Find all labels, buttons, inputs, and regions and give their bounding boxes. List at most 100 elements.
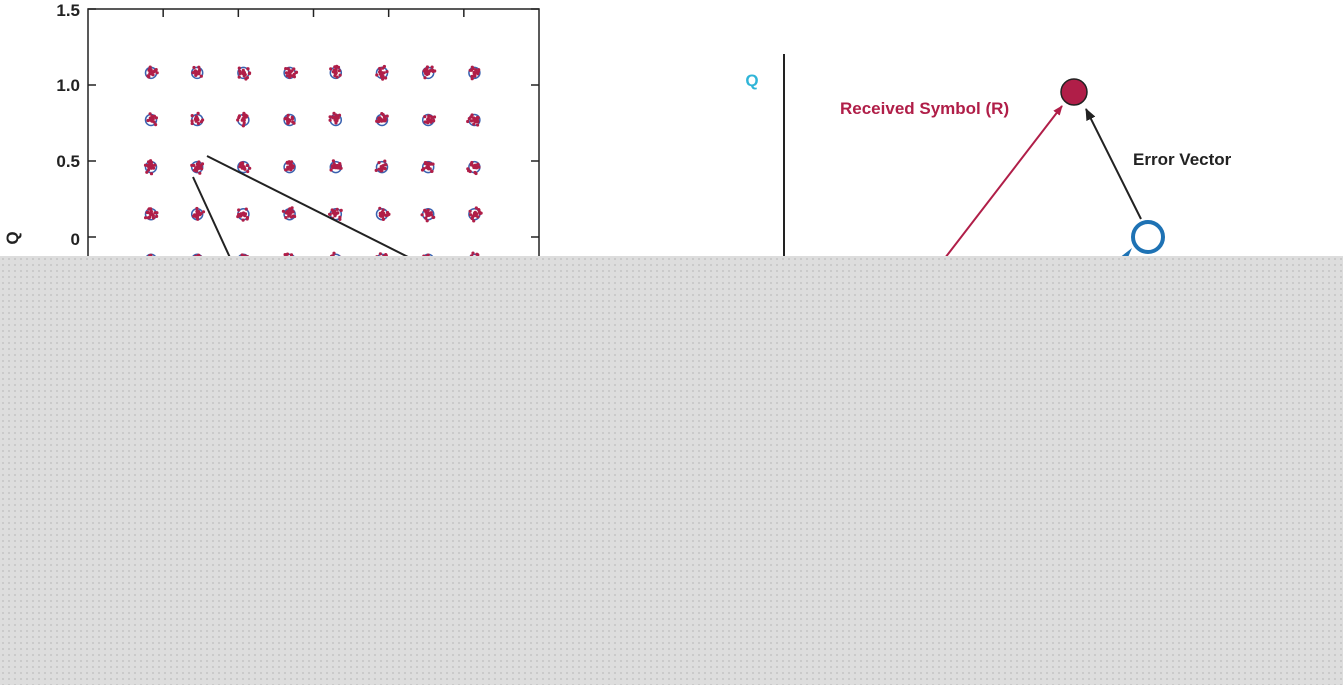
received-sample <box>381 77 385 81</box>
received-sample <box>466 119 470 124</box>
received-sample <box>242 121 246 125</box>
received-sample <box>190 119 194 123</box>
received-sample <box>332 111 336 115</box>
error-vector-arrow <box>1085 108 1142 220</box>
received-sample <box>328 212 332 216</box>
ideal-symbol <box>421 160 435 174</box>
received-sample <box>472 164 476 168</box>
received-sample <box>201 118 205 122</box>
received-sample <box>285 161 289 165</box>
received-sample <box>246 169 250 174</box>
received-sample <box>149 172 154 176</box>
scatter-points <box>143 64 483 268</box>
received-sample <box>383 167 387 171</box>
received-sample <box>379 75 384 79</box>
received-sample <box>196 209 200 213</box>
error-vector-diagram: Q Received Symbol (R) Error Vector <box>745 54 1232 262</box>
received-sample <box>244 207 248 211</box>
received-sample <box>384 76 388 80</box>
received-sample <box>284 216 288 220</box>
received-sample <box>197 160 201 164</box>
received-sample <box>333 115 338 119</box>
received-sample <box>154 68 158 72</box>
received-sample <box>378 206 382 210</box>
received-sample <box>475 115 480 119</box>
received-sample <box>384 163 388 167</box>
received-sample <box>289 253 294 257</box>
received-sample <box>146 74 150 78</box>
received-sample <box>474 68 478 72</box>
received-sample <box>248 166 252 170</box>
received-sample <box>237 66 241 70</box>
received-sample <box>429 120 433 124</box>
received-sample <box>339 166 343 170</box>
obscured-region-overlay <box>0 256 1343 685</box>
ideal-symbol <box>468 66 481 80</box>
received-sample <box>328 115 332 119</box>
received-sample <box>329 168 333 172</box>
received-sample <box>145 170 149 174</box>
received-sample <box>148 162 152 166</box>
received-sample <box>244 77 248 81</box>
received-sample <box>335 75 339 79</box>
received-sample <box>332 162 336 166</box>
received-sample <box>430 169 434 173</box>
received-sample <box>328 118 332 122</box>
y-tick-label: 1.5 <box>56 1 80 20</box>
received-symbol-label: Received Symbol (R) <box>840 99 1009 118</box>
received-sample <box>148 215 152 219</box>
received-sample <box>331 159 335 163</box>
received-sample <box>238 69 242 73</box>
received-sample <box>198 171 202 175</box>
received-sample <box>476 72 480 76</box>
received-sample <box>151 216 156 220</box>
y-tick-label: 0.5 <box>56 152 80 171</box>
received-sample <box>196 111 200 115</box>
received-sample <box>426 253 430 257</box>
received-sample <box>335 207 339 211</box>
received-sample <box>150 71 154 75</box>
received-sample <box>199 74 203 78</box>
received-sample <box>285 74 290 78</box>
received-sample <box>144 216 148 220</box>
received-sample <box>472 122 476 126</box>
received-sample <box>146 168 151 172</box>
received-sample <box>288 207 292 211</box>
received-sample <box>432 115 437 119</box>
received-sample <box>281 209 285 213</box>
received-sample <box>287 212 291 216</box>
received-sample <box>238 72 242 76</box>
received-sample <box>194 169 199 173</box>
received-sample <box>424 210 428 214</box>
received-sample <box>473 74 477 78</box>
received-sample <box>247 72 251 76</box>
received-sample <box>468 169 472 174</box>
received-sample <box>148 112 152 116</box>
received-sample <box>426 212 431 216</box>
received-sample <box>381 66 385 70</box>
received-sample <box>429 211 433 215</box>
received-sample <box>152 120 156 124</box>
received-sample <box>472 118 476 122</box>
received-sample <box>377 161 381 165</box>
received-sample <box>338 73 342 77</box>
received-sample <box>147 68 151 72</box>
received-sample <box>241 218 245 222</box>
received-sample <box>194 116 198 120</box>
received-sample <box>432 215 436 219</box>
received-sample <box>429 162 433 166</box>
received-sample <box>288 165 292 169</box>
received-sample <box>384 117 388 122</box>
received-sample <box>333 211 337 216</box>
received-sample <box>153 163 157 167</box>
y-tick-label: 0 <box>71 230 80 249</box>
received-sample <box>374 168 378 172</box>
received-sample <box>147 207 151 211</box>
received-sample <box>284 71 289 75</box>
received-sample <box>334 121 338 125</box>
received-sample <box>477 208 481 212</box>
received-sample <box>334 118 338 122</box>
received-sample <box>470 68 474 72</box>
received-sample <box>195 212 200 216</box>
received-sample <box>336 65 341 69</box>
